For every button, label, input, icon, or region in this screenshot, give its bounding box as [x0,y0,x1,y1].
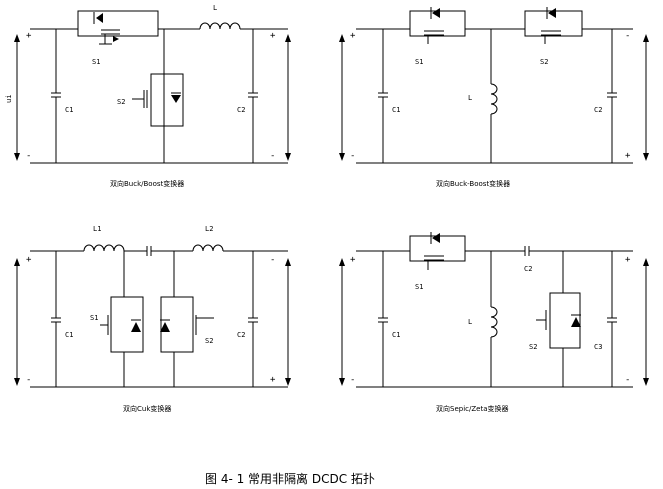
svg-text:ui: ui [5,95,13,103]
label-s2: S2 [540,58,548,66]
switch-s2-box [549,292,581,349]
panel-buck-boost-2: + - C1 S1 L S2 C [339,7,649,188]
label-l1: L1 [93,225,101,233]
v1-minus: - [350,375,355,385]
switch-s2-box [160,296,194,353]
caption-sepic-zeta: 双向Sepic/Zeta变换器 [436,404,508,413]
panel-buck-boost: ui + - C1 S1 L S2 [5,4,291,188]
switch-s1-box [110,296,144,353]
v1-minus: - [26,375,31,385]
label-l: L [213,4,217,12]
label-s1: S1 [90,314,98,322]
label-s2: S2 [529,343,537,351]
label-c1: C1 [65,106,73,114]
v2-plus: + [625,151,631,161]
v1-plus: + [26,255,32,265]
label-s1: S1 [92,58,100,66]
label-s2: S2 [205,337,213,345]
v1-plus: + [350,255,356,265]
switch-s1-box [77,10,159,37]
v2-plus: + [625,255,631,265]
label-l: L [468,94,472,102]
caption-buck-boost: 双向Buck/Boost变换器 [110,179,184,188]
panel-sepic-zeta: + - C1 S1 L C2 S2 [339,232,649,413]
caption-cuk: 双向Cuk变换器 [123,404,171,413]
v2-plus: + [270,375,276,385]
v1-minus: - [26,151,31,161]
label-l: L [468,318,472,326]
v2-minus: - [625,31,630,41]
v1-plus: + [350,31,356,41]
caption-buck-boost-2: 双向Buck-Boost变换器 [436,179,510,188]
v2-minus: - [270,151,275,161]
label-c1: C1 [65,331,73,339]
v2-plus: + [270,31,276,41]
label-c1: C1 [392,106,400,114]
v2-minus: - [270,255,275,265]
panel-cuk: + - C1 L1 L2 S1 [14,225,291,413]
v2-minus: - [625,375,630,385]
v1-arrow: ui [5,34,20,161]
v1-plus: + [26,31,32,41]
label-c2: C2 [237,106,245,114]
label-l2: L2 [205,225,213,233]
label-c2: C2 [594,106,602,114]
label-s2: S2 [117,98,125,106]
label-c2: C2 [524,265,532,273]
v1-minus: - [350,151,355,161]
label-c1: C1 [392,331,400,339]
label-s1: S1 [415,283,423,291]
switch-s2-box [150,73,184,127]
label-c2: C2 [237,331,245,339]
label-c3: C3 [594,343,602,351]
figure-caption: 图 4- 1 常用非隔离 DCDC 拓扑 [205,471,375,486]
label-s1: S1 [415,58,423,66]
